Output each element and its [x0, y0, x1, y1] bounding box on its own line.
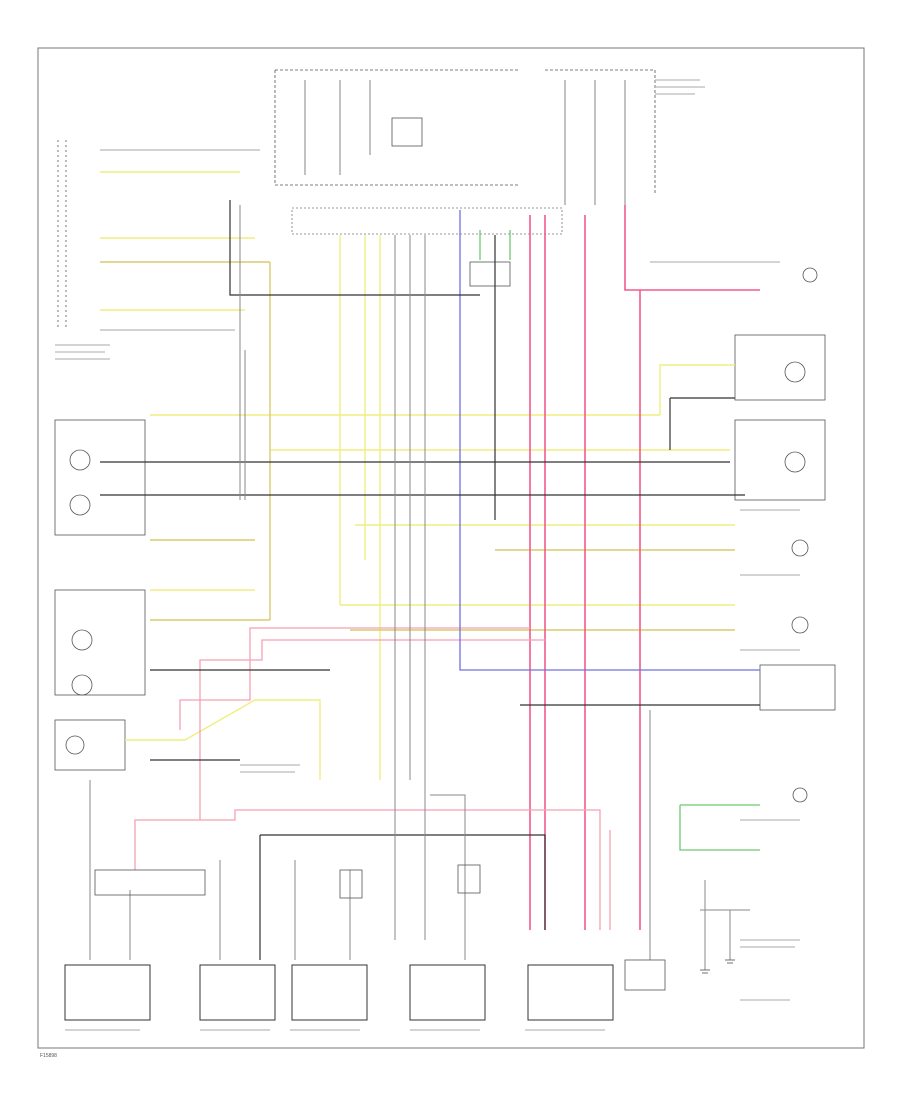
diagram-border	[37, 47, 865, 1049]
lamp-bulb-4	[71, 674, 93, 696]
right-front-door-lock-actuator	[199, 964, 276, 1021]
right-rear-door-lock-actuator	[409, 964, 486, 1021]
fuse-panel-left	[274, 69, 520, 186]
room-lamp-box	[54, 419, 146, 536]
black-wires	[100, 200, 760, 960]
pink-wires	[529, 205, 760, 930]
gray-wires	[89, 205, 750, 970]
fuse-panel-right	[545, 69, 656, 205]
courtesy-bulb-4	[791, 616, 809, 634]
right-rear-switch-module	[457, 864, 481, 894]
courtesy-bulb-3	[791, 539, 809, 557]
green-wires	[479, 230, 760, 851]
map-lamp-box	[54, 589, 146, 696]
passenger-vanity-box	[54, 719, 126, 771]
left-front-courtesy-lamp-box	[734, 334, 826, 401]
indicator-circle-2	[792, 787, 808, 803]
left-rear-door-lock-actuator	[291, 964, 368, 1021]
left-front-door-lock-actuator	[64, 964, 151, 1021]
right-rear-door-ajar-switch	[527, 964, 614, 1021]
lamp-bulb-2	[69, 494, 91, 516]
trunk-lamp-box	[624, 959, 666, 991]
junction-box	[469, 261, 511, 287]
label-placeholders	[55, 79, 800, 1031]
tan-wires	[100, 261, 735, 631]
left-module	[57, 140, 260, 331]
left-front-door-switch-box	[759, 664, 836, 711]
main-connector	[291, 207, 563, 235]
right-front-courtesy-lamp-box	[734, 419, 826, 501]
indicator-circle-1	[802, 267, 818, 283]
ground-symbols	[700, 959, 735, 974]
lamp-bulb-3	[71, 629, 93, 651]
yellow-wires	[100, 171, 735, 780]
courtesy-bulb-2	[784, 451, 806, 473]
door-lock-control-module	[94, 869, 206, 896]
lamp-bulb-1	[69, 449, 91, 471]
courtesy-bulb-1	[784, 361, 806, 383]
blue-wire	[459, 210, 760, 671]
lamp-bulb-5	[65, 735, 85, 755]
footer-code: F15898	[40, 1053, 57, 1059]
light-pink-wires	[134, 627, 611, 930]
left-rear-switch-module	[339, 869, 363, 899]
